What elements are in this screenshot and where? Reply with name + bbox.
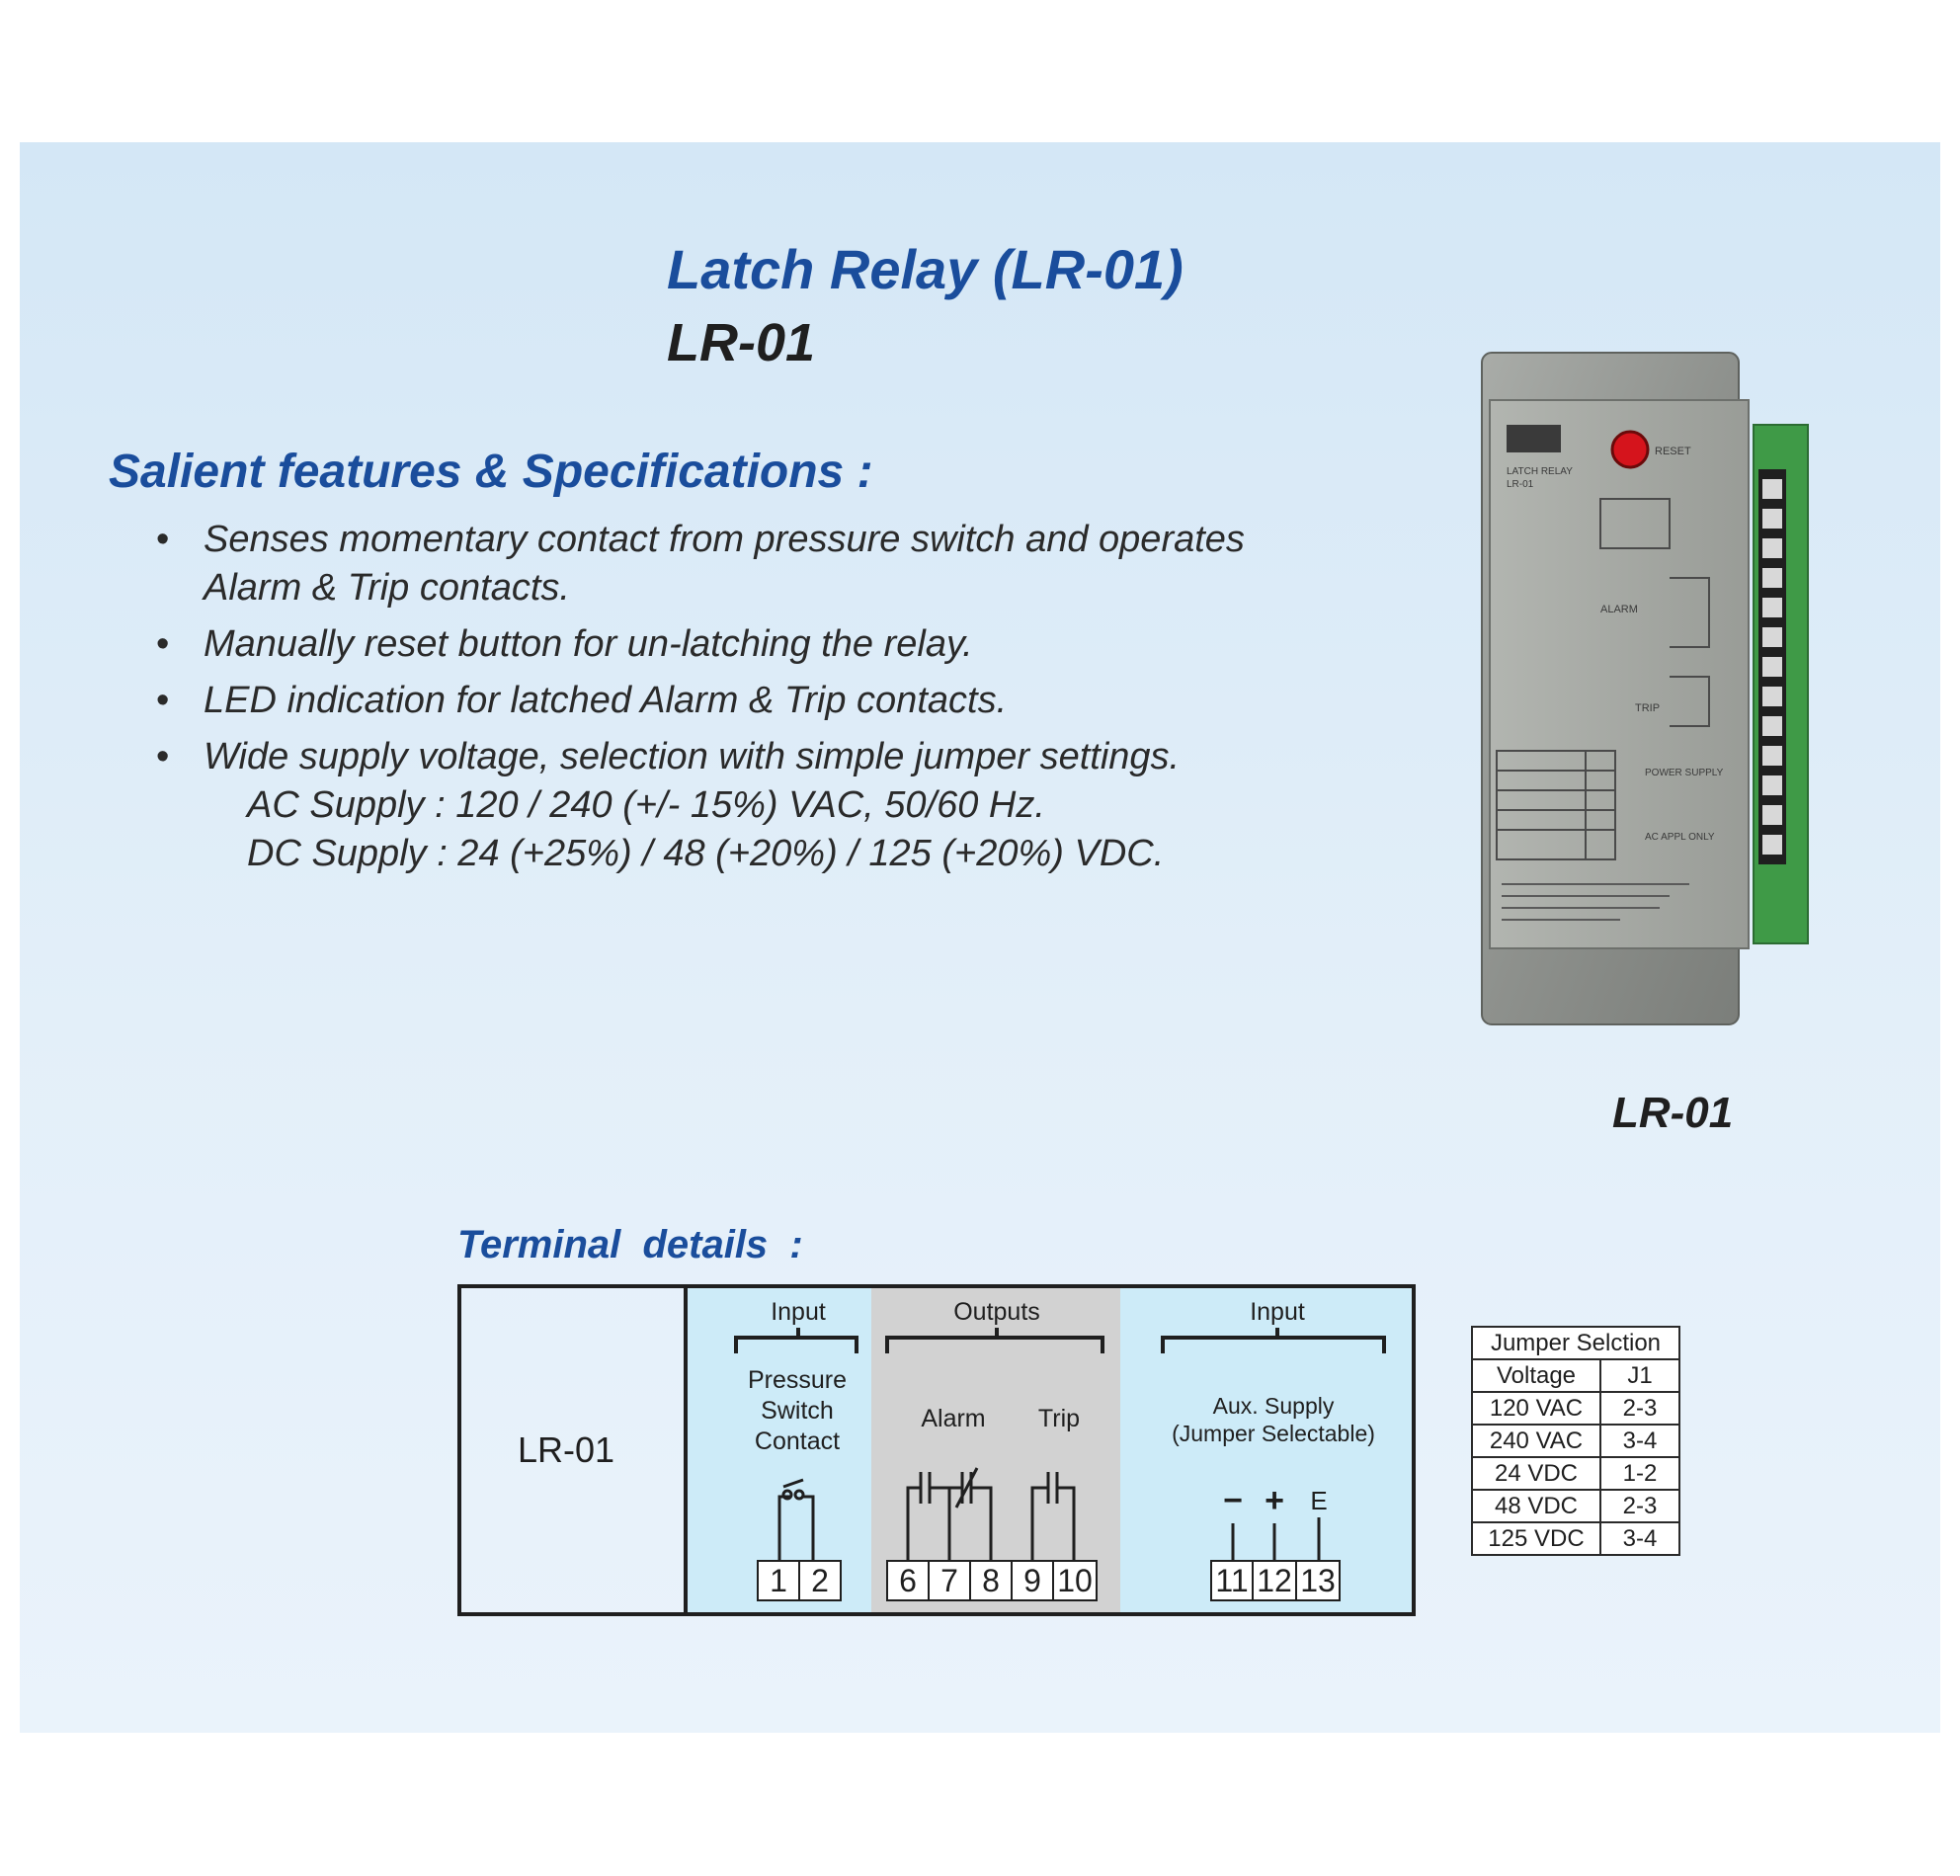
terminal-number: 7 — [940, 1563, 958, 1598]
jumper-cell: 3-4 — [1599, 1521, 1680, 1556]
alarm-label: Alarm — [921, 1405, 985, 1432]
table-row: 48 VDC 2-3 — [1471, 1489, 1680, 1523]
aux-desc-line1: Aux. Supply — [1213, 1393, 1335, 1419]
feature-item: •LED indication for latched Alarm & Trip… — [148, 677, 1294, 725]
svg-text:ALARM: ALARM — [1600, 604, 1638, 615]
earth-symbol: E — [1310, 1486, 1327, 1515]
ac-supply-spec: AC Supply : 120 / 240 (+/- 15%) VAC, 50/… — [247, 784, 1045, 826]
column-header-voltage: Voltage — [1471, 1358, 1601, 1393]
bullet-icon: • — [156, 623, 170, 665]
input1-bracket — [734, 1328, 858, 1353]
voltage-cell: 240 VAC — [1471, 1424, 1601, 1458]
input1-desc-line3: Contact — [755, 1427, 840, 1455]
voltage-cell: 24 VDC — [1471, 1456, 1601, 1491]
outputs-label: Outputs — [953, 1298, 1040, 1326]
reset-button — [1610, 430, 1650, 469]
feature-item: •Wide supply voltage, selection with sim… — [148, 733, 1294, 878]
terminal-number: 6 — [899, 1563, 917, 1598]
product-caption: LR-01 — [1612, 1089, 1734, 1137]
svg-text:LR-01: LR-01 — [1507, 479, 1534, 490]
jumper-cell: 2-3 — [1599, 1391, 1680, 1426]
terminal-screws — [1758, 469, 1786, 864]
jumper-cell: 1-2 — [1599, 1456, 1680, 1491]
input1-desc-line1: Pressure — [748, 1366, 847, 1394]
feature-item: •Manually reset button for un-latching t… — [148, 620, 1294, 669]
bullet-icon: • — [156, 680, 170, 721]
svg-text:POWER SUPPLY: POWER SUPPLY — [1645, 768, 1724, 778]
bullet-icon: • — [156, 736, 170, 777]
voltage-cell: 48 VDC — [1471, 1489, 1601, 1523]
relay-front-cover — [1489, 399, 1750, 949]
input1-label: Input — [771, 1298, 826, 1326]
output-terminal-block — [886, 1560, 1098, 1601]
table-row: 120 VAC 2-3 — [1471, 1391, 1680, 1426]
column-header-j1: J1 — [1599, 1358, 1680, 1393]
minus-symbol: − — [1223, 1482, 1243, 1519]
terminal-number: 13 — [1300, 1563, 1336, 1598]
jumper-cell: 3-4 — [1599, 1424, 1680, 1458]
plus-symbol: + — [1265, 1482, 1284, 1519]
bullet-icon: • — [156, 519, 170, 560]
svg-text:RESET: RESET — [1655, 446, 1691, 457]
trip-label: Trip — [1038, 1405, 1080, 1432]
jumper-cell: 2-3 — [1599, 1489, 1680, 1523]
input2-label: Input — [1250, 1298, 1305, 1326]
terminal-number: 10 — [1057, 1563, 1093, 1598]
terminal-number: 9 — [1023, 1563, 1041, 1598]
terminal-details-heading: Terminal details : — [457, 1223, 803, 1266]
terminal-number: 2 — [811, 1563, 829, 1598]
alarm-contact-symbol-icon — [906, 1467, 993, 1561]
dc-supply-spec: DC Supply : 24 (+25%) / 48 (+20%) / 125 … — [247, 833, 1165, 874]
table-row: 24 VDC 1-2 — [1471, 1456, 1680, 1491]
input2-bracket — [1161, 1328, 1386, 1353]
aux-desc-line2: (Jumper Selectable) — [1172, 1421, 1375, 1446]
trip-contact-symbol-icon — [1030, 1472, 1076, 1561]
input1-terminal-block — [757, 1560, 842, 1601]
terminal-number: 11 — [1215, 1563, 1248, 1598]
front-panel-schematic — [1496, 498, 1710, 860]
front-panel-text-lines — [1502, 883, 1689, 921]
terminal-number: 8 — [982, 1563, 1000, 1598]
outputs-bracket — [885, 1328, 1104, 1353]
diagram-frame — [457, 1284, 1416, 1616]
outputs-cell — [871, 1286, 1120, 1614]
feature-item: •Senses momentary contact from pressure … — [148, 516, 1294, 612]
terminal-diagram: LR-01 Input Pressure Switch Contact 1 2 … — [457, 1284, 1416, 1616]
svg-text:TRIP: TRIP — [1635, 702, 1660, 714]
pressure-switch-symbol-icon — [777, 1478, 815, 1561]
jumper-table-title: Jumper Selction — [1471, 1326, 1680, 1360]
jumper-selection-table: Jumper Selction Voltage J1 120 VAC 2-3 2… — [1471, 1326, 1680, 1556]
aux-supply-leads — [1231, 1517, 1321, 1561]
aux-terminal-block — [1210, 1560, 1341, 1601]
voltage-cell: 125 VDC — [1471, 1521, 1601, 1556]
product-image: RESET LATCH RELAY LR-01 ALARM TRIP POWER… — [1481, 352, 1809, 1025]
features-heading: Salient features & Specifications : — [109, 446, 873, 498]
model-label: LR-01 — [518, 1429, 614, 1470]
page-title: Latch Relay (LR-01) — [667, 238, 1184, 300]
terminal-number: 12 — [1257, 1563, 1292, 1598]
voltage-cell: 120 VAC — [1471, 1391, 1601, 1426]
features-list: •Senses momentary contact from pressure … — [148, 516, 1294, 886]
input1-desc-line2: Switch — [761, 1397, 834, 1425]
aux-input-cell — [1120, 1286, 1414, 1614]
terminal-number: 1 — [770, 1563, 787, 1598]
table-row: 125 VDC 3-4 — [1471, 1521, 1680, 1556]
svg-text:AC APPL ONLY: AC APPL ONLY — [1645, 832, 1715, 843]
svg-text:LATCH RELAY: LATCH RELAY — [1507, 466, 1573, 477]
model-subtitle: LR-01 — [667, 313, 816, 372]
table-row: 240 VAC 3-4 — [1471, 1424, 1680, 1458]
brand-logo-icon — [1507, 425, 1561, 452]
